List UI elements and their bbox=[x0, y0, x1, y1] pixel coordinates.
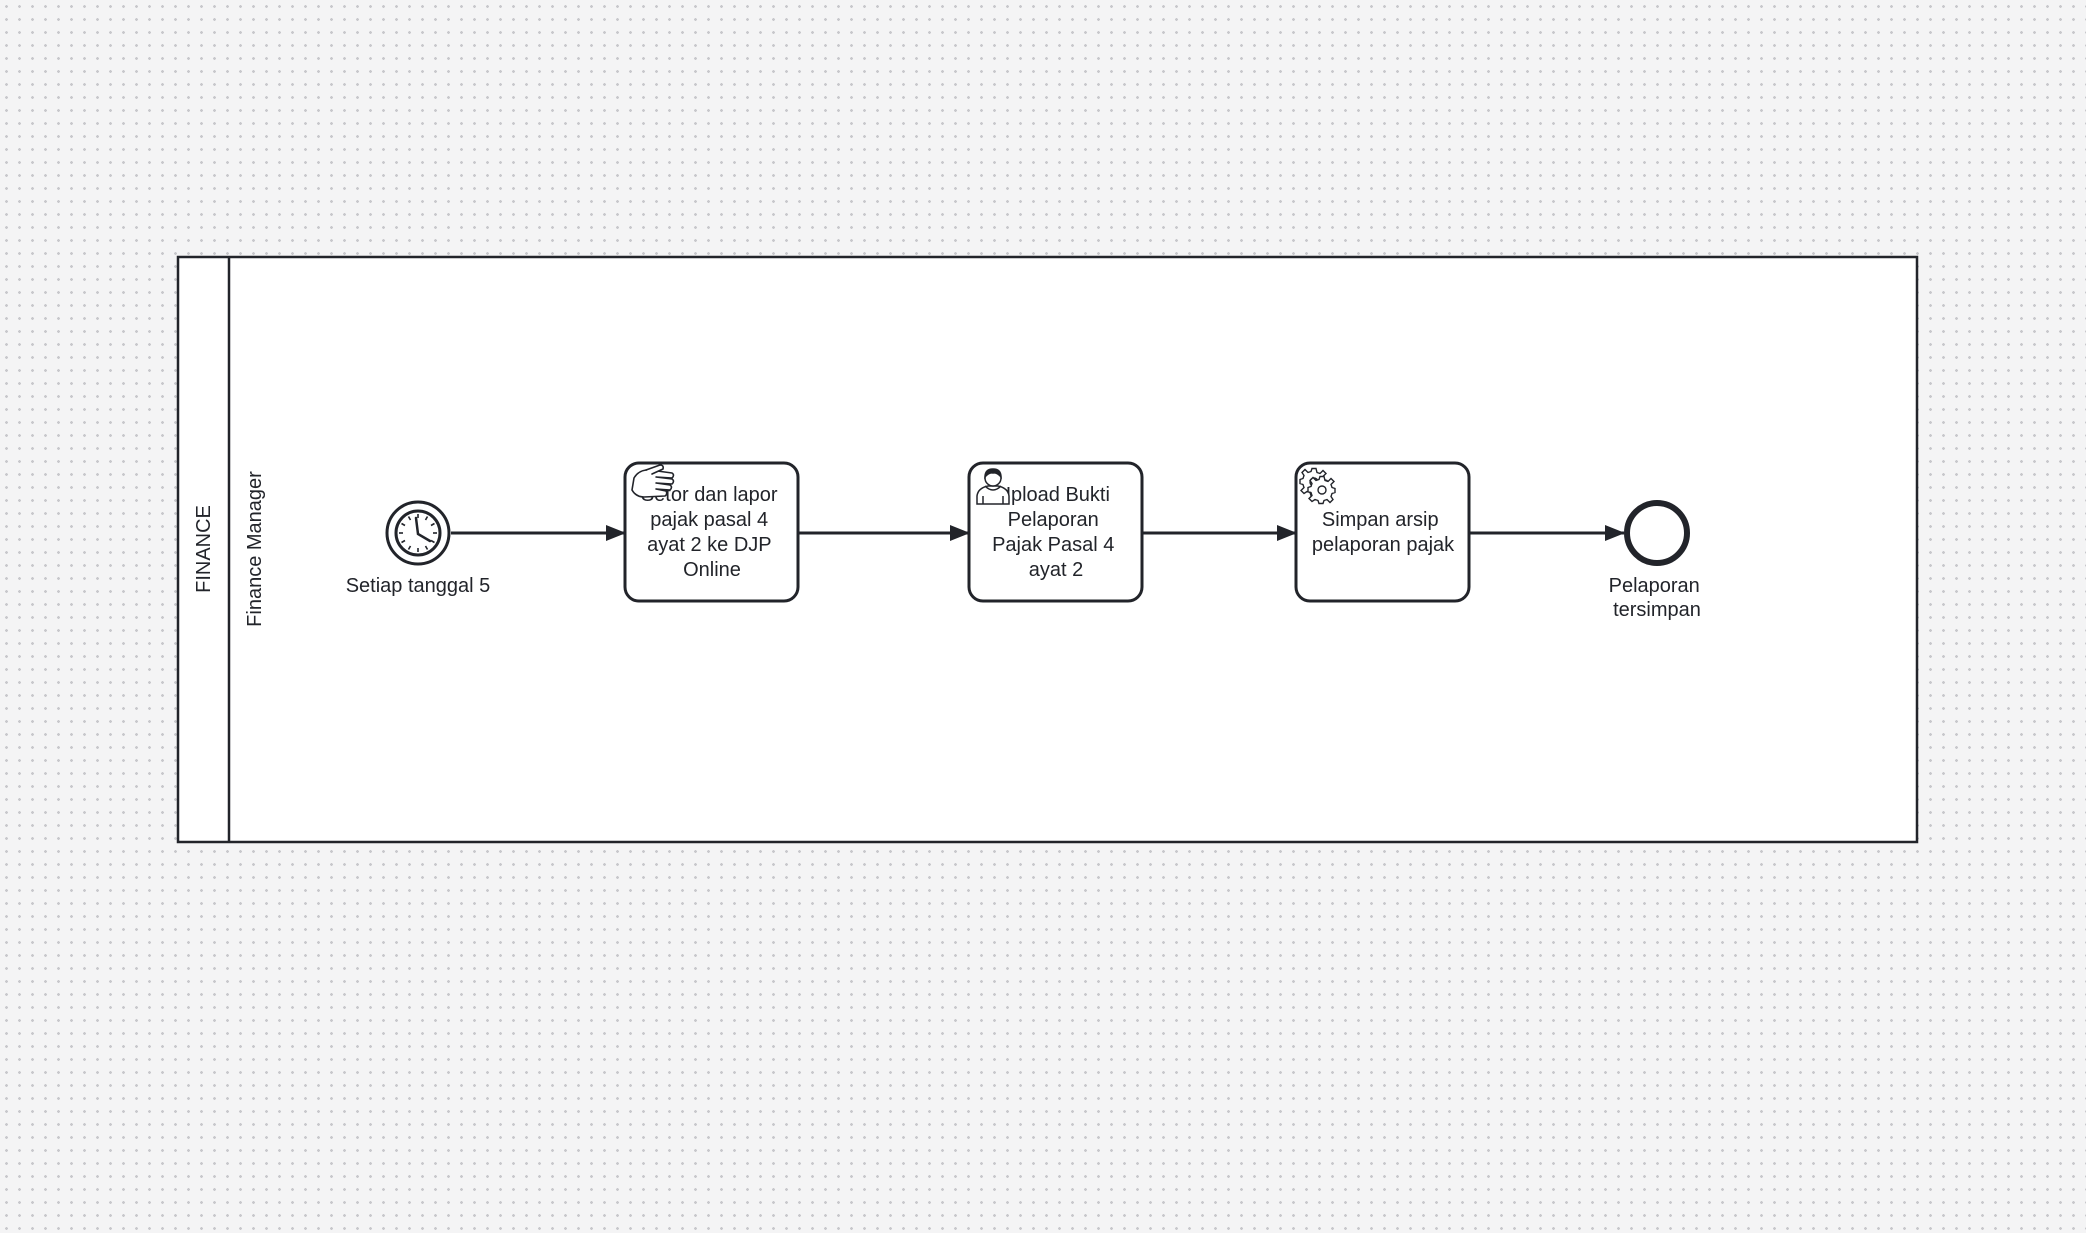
task-label-line: Pelaporan bbox=[1008, 509, 1099, 531]
svg-text:Pelaporan tersimpan: Pelaporan tersimpan bbox=[1609, 575, 1706, 621]
start-event-label: Setiap tanggal 5 bbox=[346, 575, 491, 597]
gear-icon bbox=[1299, 467, 1336, 505]
svg-text:Setor dan lapor pajak pa: Setor dan lapor pajak pasal 4 ayat 2 ke … bbox=[641, 484, 783, 581]
task-label-line: Pajak Pasal 4 bbox=[992, 534, 1114, 556]
svg-text:Upload Bukti Pelaporan: Upload Bukti Pelaporan Pajak Pasal 4 aya… bbox=[992, 484, 1120, 581]
task-service-simpan-arsip[interactable]: Simpan arsip pelaporan pajak bbox=[1294, 461, 1471, 603]
svg-text:Simpan arsip pelaporan p: Simpan arsip pelaporan pajak bbox=[1312, 509, 1455, 556]
task-manual-setor-lapor[interactable]: Setor dan lapor pajak pasal 4 ayat 2 ke … bbox=[623, 461, 800, 603]
hand-icon bbox=[631, 464, 675, 498]
lane-label: Finance Manager bbox=[244, 471, 266, 627]
user-icon bbox=[976, 468, 1010, 505]
end-event-label-line: Pelaporan bbox=[1609, 575, 1700, 597]
end-event[interactable]: Pelaporan tersimpan bbox=[1609, 500, 1706, 621]
task-label-line: Online bbox=[683, 559, 741, 581]
pool-label: FINANCE bbox=[193, 505, 215, 593]
end-event-label-line: tersimpan bbox=[1613, 599, 1701, 621]
task-label-line: Upload Bukti bbox=[997, 484, 1110, 506]
task-label-line: ayat 2 bbox=[1029, 559, 1083, 581]
clock-icon bbox=[394, 509, 442, 557]
lane-finance-manager[interactable]: Finance Manager bbox=[244, 471, 266, 627]
task-label-line: pajak pasal 4 bbox=[650, 509, 768, 531]
task-label-line: Setor dan lapor bbox=[641, 484, 778, 506]
task-label-line: Simpan arsip bbox=[1322, 509, 1439, 531]
task-label-line: ayat 2 ke DJP bbox=[647, 534, 771, 556]
start-event-timer[interactable]: Setiap tanggal 5 bbox=[346, 500, 491, 597]
task-label-line: pelaporan pajak bbox=[1312, 534, 1455, 556]
task-user-upload-bukti[interactable]: Upload Bukti Pelaporan Pajak Pasal 4 aya… bbox=[967, 461, 1144, 603]
